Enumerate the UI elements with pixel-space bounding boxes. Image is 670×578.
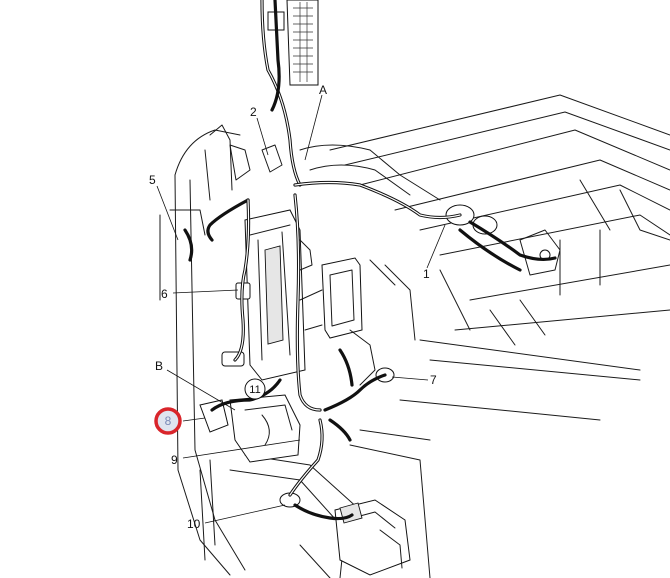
callout-10: 10 — [187, 517, 201, 531]
callout-7: 7 — [430, 373, 437, 387]
callout-b: B — [155, 359, 163, 373]
callout-8-highlight[interactable] — [154, 407, 182, 435]
vehicle-body-frame — [159, 0, 670, 578]
callout-8: 8 — [165, 414, 172, 428]
callout-11-circle — [244, 378, 266, 400]
callout-labels: 2 A 5 6 1 7 B 9 10 11 8 — [149, 83, 437, 531]
callout-5: 5 — [149, 173, 156, 187]
wiring-harness — [183, 0, 557, 521]
callout-a: A — [319, 83, 327, 97]
callout-1: 1 — [423, 267, 430, 281]
callout-9: 9 — [171, 453, 178, 467]
leader-lines — [156, 94, 446, 524]
callout-2: 2 — [250, 105, 257, 119]
callout-6: 6 — [161, 287, 168, 301]
callout-11: 11 — [249, 384, 260, 396]
